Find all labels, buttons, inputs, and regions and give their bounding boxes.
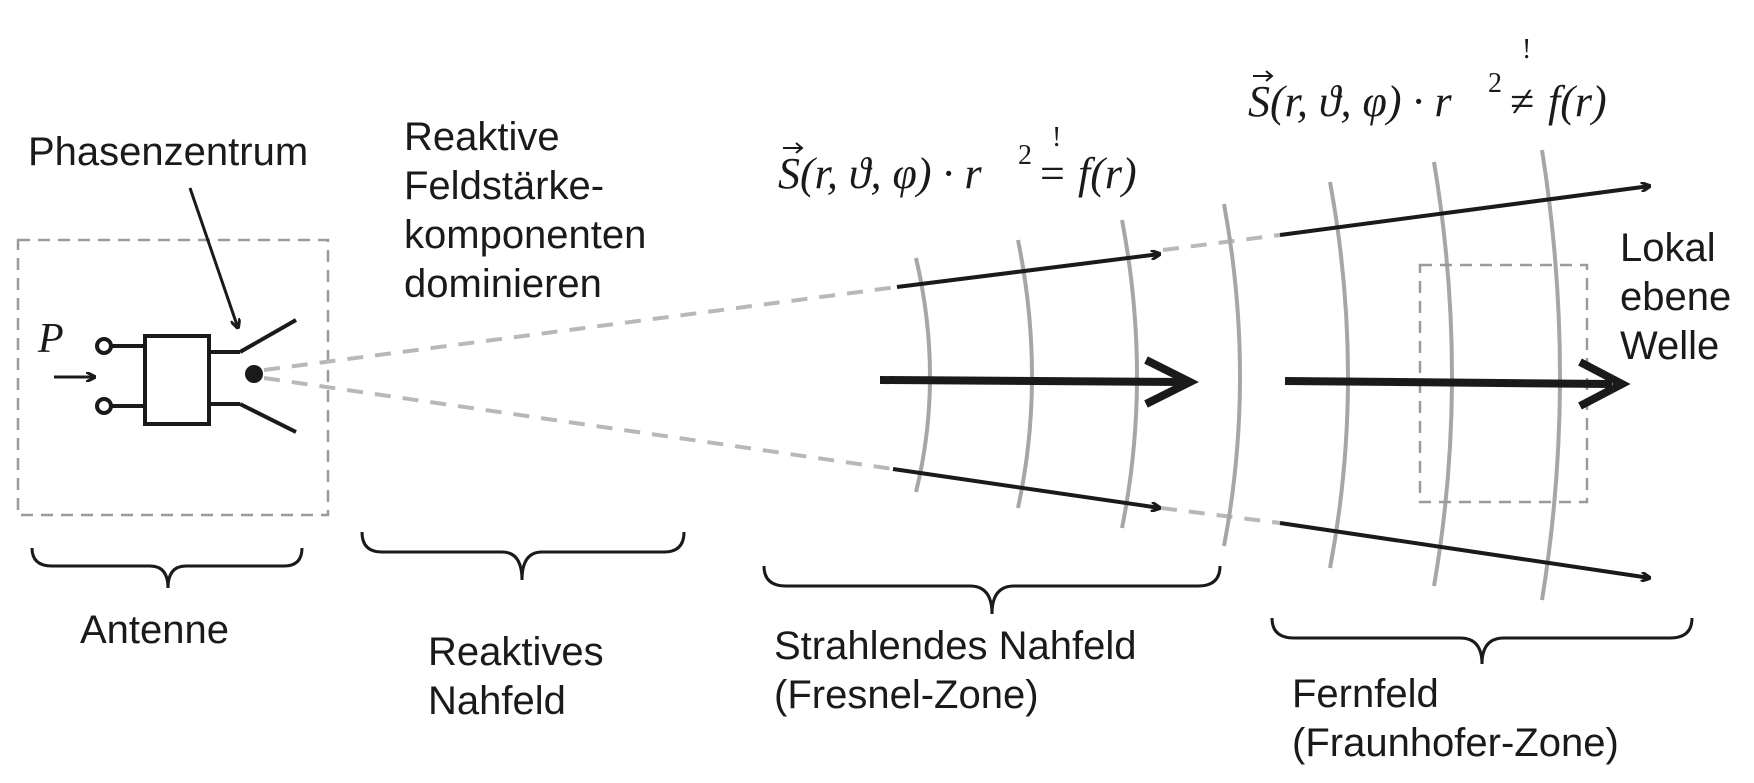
reactive-components-line-3: komponenten <box>404 213 647 257</box>
brace-farfield <box>1270 617 1694 665</box>
formula-fraunhofer-relation: ≠ <box>1510 77 1534 126</box>
formula-fresnel-lhs: S(r, ϑ, φ) · r <box>778 149 982 198</box>
formula-fresnel-relation: = <box>1040 149 1065 198</box>
farfield-line-2: (Fraunhofer-Zone) <box>1292 721 1619 765</box>
formula-fresnel: S(r, ϑ, φ) · r 2 ! = f(r) <box>778 122 1137 198</box>
reactive-components-line-2: Feldstärke- <box>404 164 605 208</box>
formula-fraunhofer-rhs: f(r) <box>1548 77 1607 126</box>
formula-fresnel-mark: ! <box>1052 122 1061 153</box>
antenna-symbol <box>95 318 297 434</box>
radiating-nearfield-label: Strahlendes Nahfeld (Fresnel-Zone) <box>774 622 1136 720</box>
formula-fresnel-exponent: 2 <box>1018 140 1032 171</box>
reactive-nearfield-line-1: Reaktives <box>428 630 604 674</box>
reactive-components-line-1: Reaktive <box>404 115 560 159</box>
radiating-nearfield-line-2: (Fresnel-Zone) <box>774 673 1039 717</box>
formula-fraunhofer-lhs: S(r, ϑ, φ) · r <box>1248 77 1452 126</box>
power-symbol: P <box>37 316 64 362</box>
phase-center-pointer <box>188 187 238 328</box>
reactive-components-line-4: dominieren <box>404 262 602 306</box>
brace-antenna <box>30 547 304 589</box>
dashed-guide-lines <box>263 233 1281 525</box>
formula-fraunhofer: S(r, ϑ, φ) · r 2 ! ≠ f(r) <box>1248 34 1607 126</box>
antenna-label: Antenne <box>80 608 230 652</box>
formula-fraunhofer-mark: ! <box>1522 34 1531 65</box>
reactive-nearfield-label: Reaktives Nahfeld <box>428 628 604 726</box>
region-braces <box>30 531 1694 665</box>
formula-fresnel-rhs: f(r) <box>1078 149 1137 198</box>
local-plane-wave-line-3: Welle <box>1620 324 1720 368</box>
radiating-nearfield-line-1: Strahlendes Nahfeld <box>774 624 1137 668</box>
farfield-line-1: Fernfeld <box>1292 672 1439 716</box>
local-plane-wave-label: Lokal ebene Welle <box>1620 224 1731 371</box>
reactive-nearfield-line-2: Nahfeld <box>428 679 566 723</box>
reactive-components-label: Reaktive Feldstärke- komponenten dominie… <box>404 113 646 309</box>
local-plane-wave-line-1: Lokal <box>1620 226 1716 270</box>
brace-reactive-nearfield <box>360 531 686 581</box>
wavefronts <box>914 149 1562 601</box>
local-plane-wave-line-2: ebene <box>1620 275 1732 319</box>
formula-fraunhofer-exponent: 2 <box>1488 68 1502 99</box>
phase-center-dot <box>245 365 263 383</box>
phase-center-label: Phasenzentrum <box>28 130 309 174</box>
antenna-boundary-box <box>16 238 330 517</box>
brace-radiating-nearfield <box>762 565 1222 615</box>
ray-arrows <box>879 186 1650 578</box>
farfield-label: Fernfeld (Fraunhofer-Zone) <box>1292 670 1619 768</box>
